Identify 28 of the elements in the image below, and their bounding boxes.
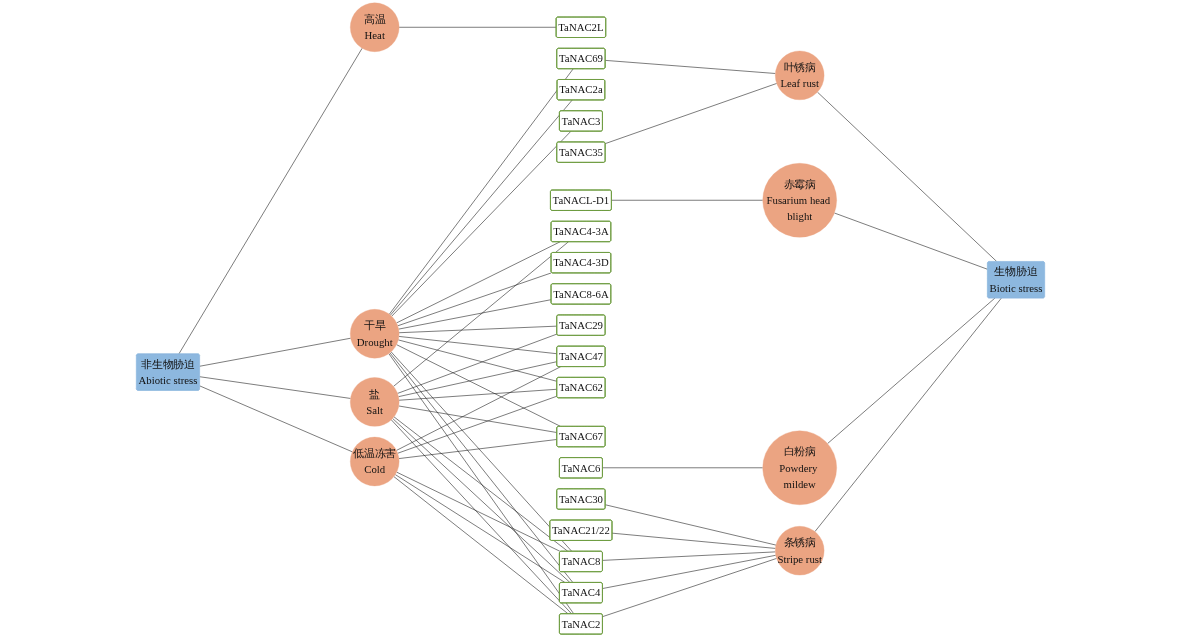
connector (398, 336, 557, 354)
connector (393, 416, 568, 552)
connector (392, 418, 571, 583)
connector (398, 325, 557, 333)
connector (396, 344, 561, 427)
connector (397, 395, 557, 454)
node-circle: 白粉病 Powdery mildew (762, 430, 837, 505)
connector (398, 389, 557, 401)
connector (397, 272, 552, 327)
connector (397, 333, 557, 394)
connector (391, 419, 572, 614)
node-circle: 叶锈病 Leaf rust (775, 50, 825, 100)
connector (398, 339, 557, 382)
connector (398, 361, 557, 397)
node-circle: 低温冻害 Cold (350, 436, 400, 487)
connector (398, 439, 557, 459)
node-circle: 盐 Salt (350, 377, 400, 427)
connector (393, 241, 569, 387)
connector (395, 474, 566, 583)
connector (396, 471, 561, 552)
node-circle: 赤霉病 Fusarium head blight (762, 163, 837, 238)
node-circle: 条锈病 Stripe rust (775, 526, 825, 576)
node-circle: 干旱 Drought (350, 309, 400, 359)
connector (390, 351, 572, 552)
connector (398, 299, 552, 330)
node-circle: 高温 Heat (350, 2, 400, 52)
connector (396, 366, 562, 451)
connector (398, 405, 557, 433)
